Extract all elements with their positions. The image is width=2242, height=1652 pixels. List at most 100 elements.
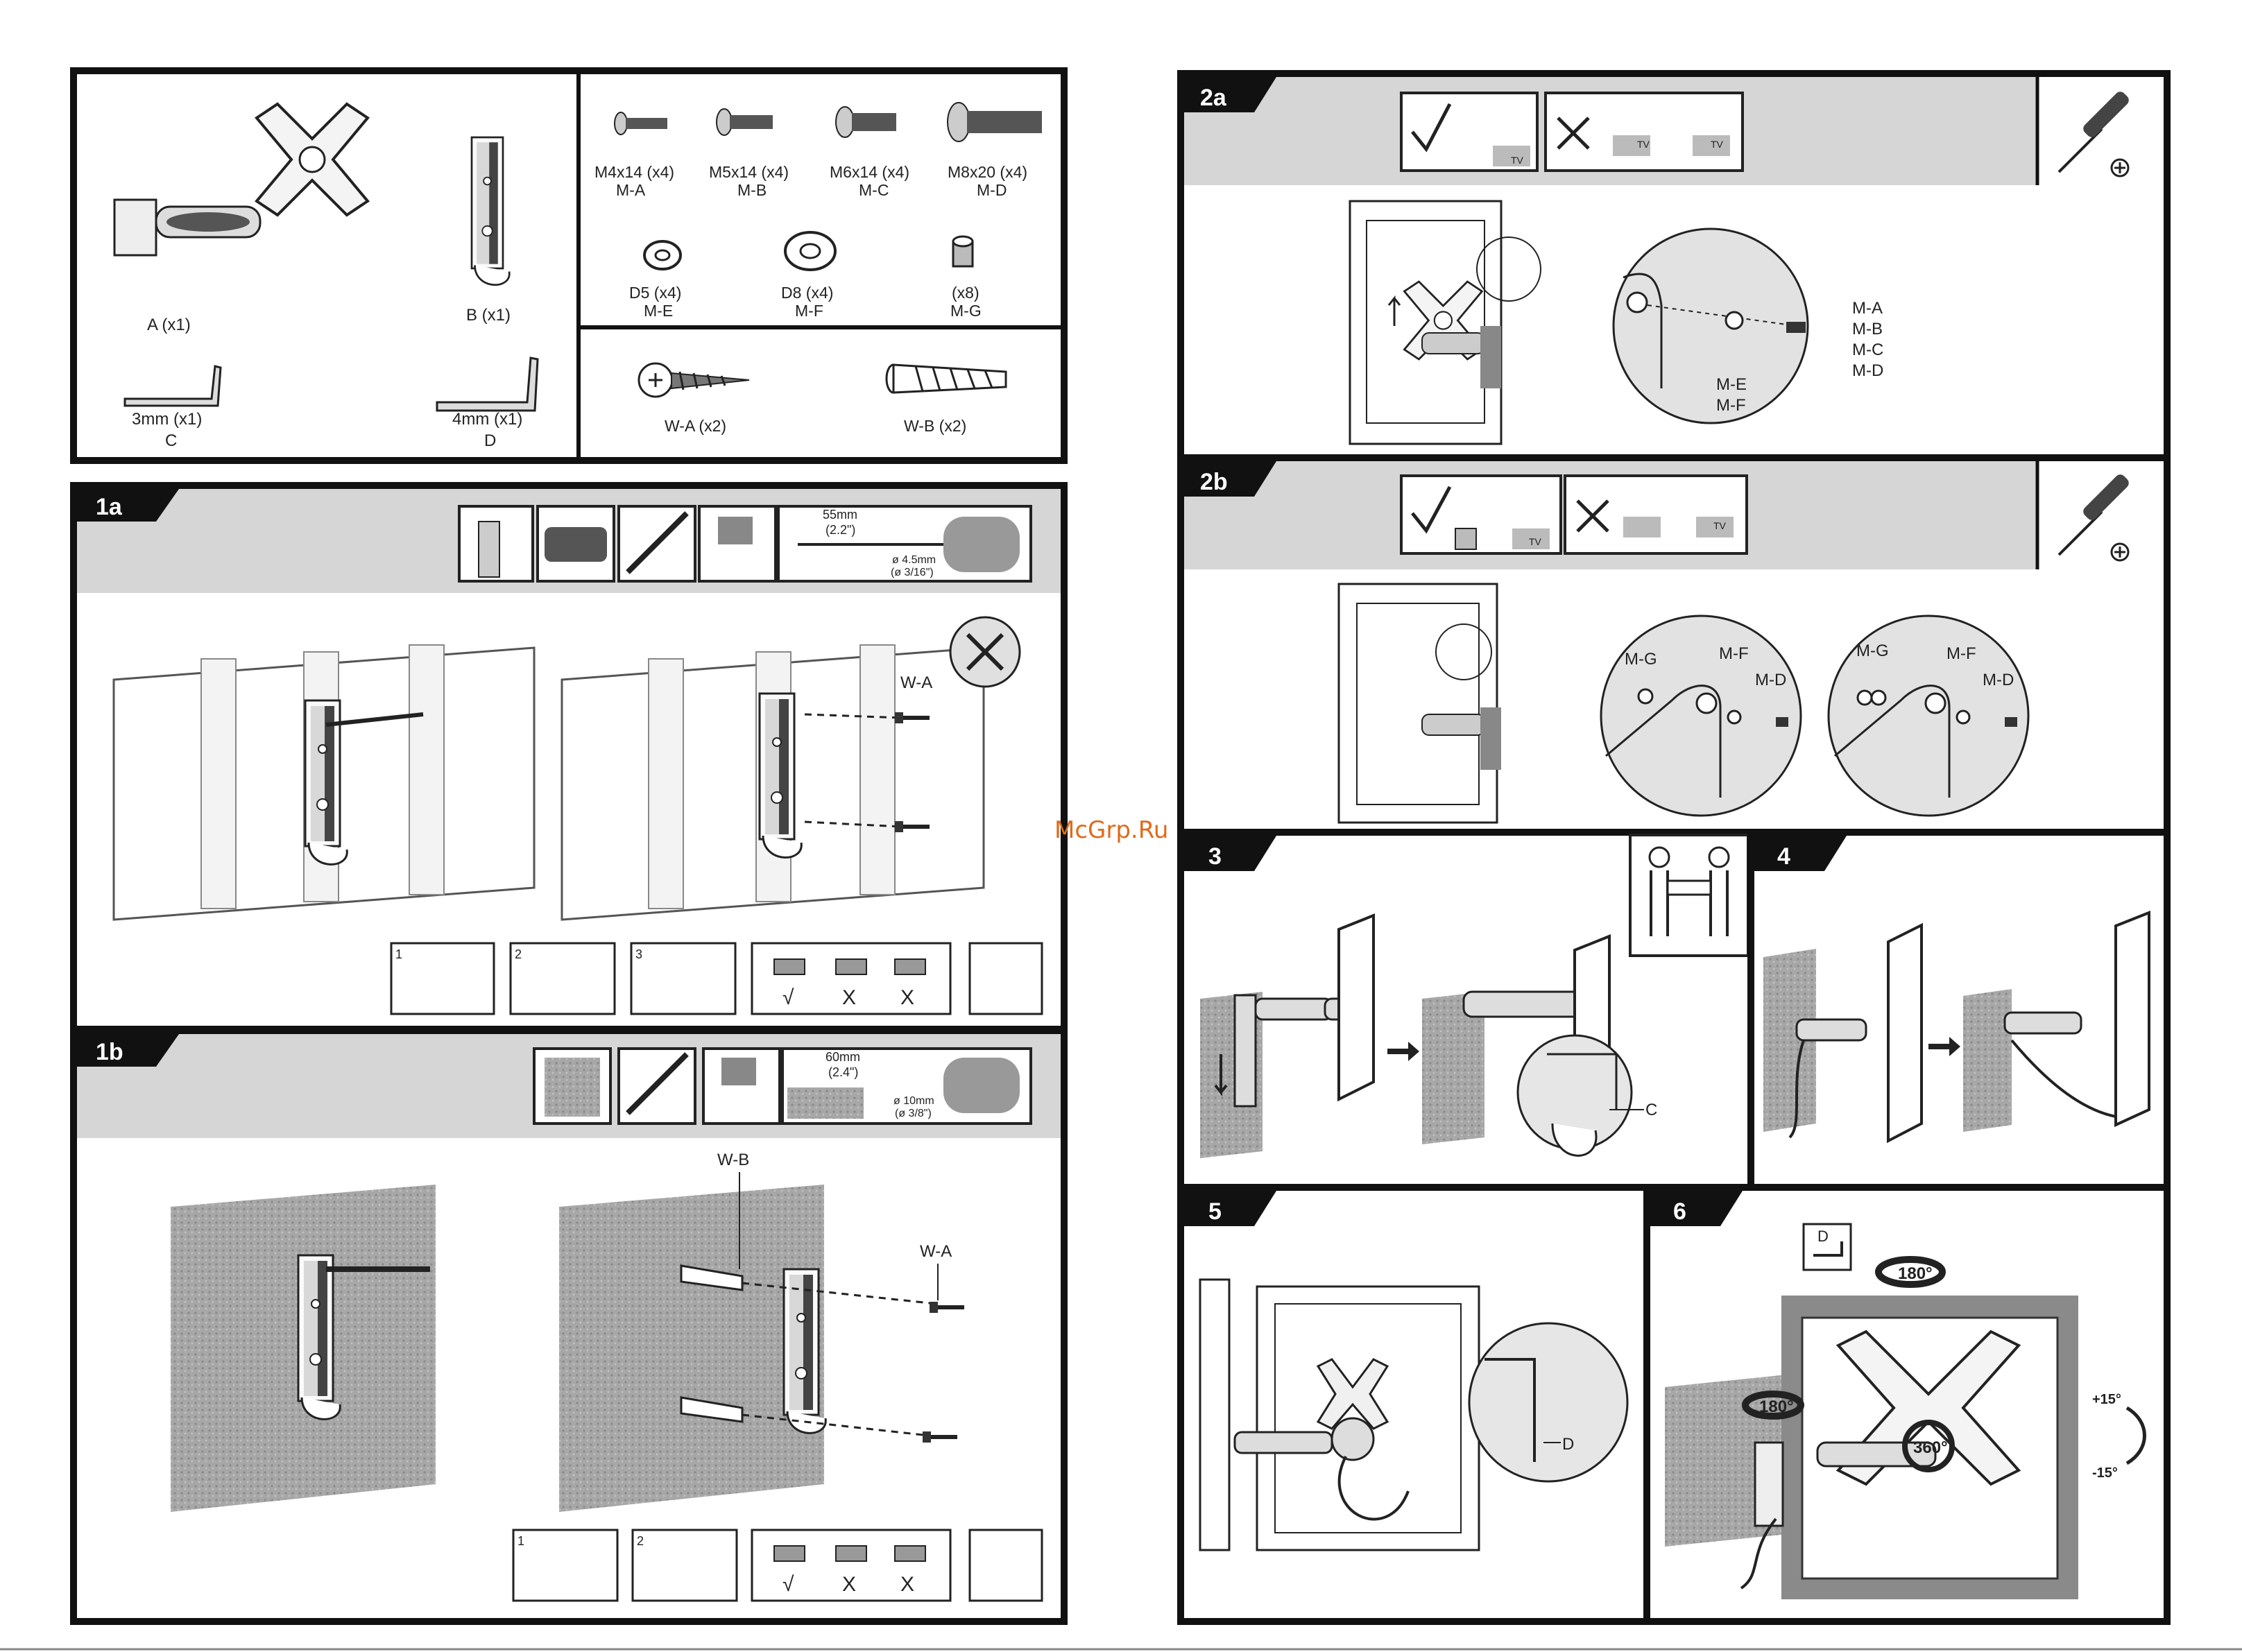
- hardware-m-e-code: M-E: [644, 302, 673, 320]
- part-a-label: A (x1): [147, 316, 191, 334]
- step-2b-c1-m-g: M-G: [1625, 650, 1657, 669]
- washer-m-f-icon: [784, 231, 837, 271]
- step-5-badge: 5: [1208, 1198, 1222, 1225]
- step-2a-label-m-d: M-D: [1852, 361, 1883, 380]
- step-1b-w-a-label: W-A: [920, 1242, 952, 1261]
- step-1a-tools: [458, 505, 1032, 583]
- step-1a-stud-wall-left: [112, 644, 536, 921]
- step-1a-sub-1: 1: [395, 947, 402, 961]
- part-d-size: 4mm (x1): [452, 410, 522, 429]
- step-5-illustration: [1199, 1278, 1629, 1551]
- part-w-b-label: W-B (x2): [904, 417, 966, 435]
- step-1a-drill-dia: ø 4.5mm: [892, 554, 936, 566]
- step-2a-tv-back: [1349, 200, 1541, 445]
- hardware-m-c-code: M-C: [859, 181, 889, 199]
- parts-panel: A (x1) B (x1) 3mm (x1) C 4mm (x1) D: [70, 67, 1068, 464]
- step-6-tilt-up: +15°: [2092, 1392, 2121, 1407]
- hardware-m-d-code: M-D: [977, 181, 1007, 199]
- part-d-label: D: [484, 431, 496, 450]
- step-1a-sub-3: 3: [635, 947, 642, 961]
- step-1a-drill-depth: 55mm: [823, 508, 857, 522]
- step-1a-mini-steps: [390, 942, 1043, 1015]
- step-6-panel: 6 D 180° 180° 360° +15° -15°: [1643, 1184, 2171, 1625]
- step-2a-label-m-c: M-C: [1852, 341, 1883, 359]
- step-1b-drill-depth-in: (2.4"): [828, 1065, 858, 1079]
- step-2a-panel: 2a TV TV TV: [1177, 70, 2171, 467]
- screw-m-d-icon: [947, 102, 1042, 142]
- step-2a-bad-tv-1: TV: [1637, 139, 1650, 150]
- part-w-a-label: W-A (x2): [665, 417, 726, 435]
- step-1a-sub-2: 2: [515, 947, 522, 961]
- part-b-bracket: [470, 136, 511, 286]
- step-6-badge: 6: [1673, 1198, 1686, 1225]
- step-2b-panel: 2b TV TV: [1177, 454, 2171, 841]
- hardware-m-f-code: M-F: [795, 302, 823, 320]
- step-1b-sub-1: 1: [517, 1534, 524, 1548]
- hardware-m-a-code: M-A: [616, 181, 646, 199]
- step-1a-badge: 1a: [96, 494, 123, 520]
- hardware-m-b-code: M-B: [737, 181, 767, 199]
- hardware-m-e-size: D5 (x4): [629, 284, 681, 302]
- step-6-swivel-left: 180°: [1759, 1397, 1794, 1416]
- step-4-illustration: [1763, 911, 2150, 1144]
- step-6-d-label: D: [1817, 1228, 1829, 1245]
- step-1b-level-bad-1: X: [842, 1573, 856, 1596]
- step-2b-ok-tv: TV: [1529, 536, 1542, 547]
- step-1a-w-a-label: W-A: [900, 673, 932, 692]
- step-2a-label-m-e: M-E: [1716, 375, 1747, 394]
- step-6-tilt-down: -15°: [2092, 1465, 2118, 1481]
- step-4-badge: 4: [1777, 843, 1790, 870]
- spacer-m-g-icon: [952, 235, 974, 268]
- wall-plug-w-b-icon: [885, 363, 1007, 394]
- step-2a-bad-tv-2: TV: [1711, 139, 1724, 150]
- step-3-badge: 3: [1208, 843, 1222, 870]
- step-6-illustration: [1665, 1223, 2146, 1599]
- step-2b-c1-m-f: M-F: [1719, 644, 1749, 663]
- step-2a-badge: 2a: [1200, 85, 1227, 111]
- step-2b-c2-m-g: M-G: [1856, 642, 1889, 660]
- step-1b-level-ok: √: [782, 1573, 794, 1596]
- step-6-swivel-top: 180°: [1898, 1264, 1933, 1283]
- step-3-illustration: [1200, 913, 1644, 1158]
- step-1b-drill-depth: 60mm: [825, 1050, 860, 1064]
- step-1b-concrete-wall-left: [171, 1185, 436, 1512]
- step-2a-label-m-b: M-B: [1852, 320, 1883, 338]
- step-2b-bad-tv: TV: [1713, 520, 1727, 531]
- step-6-rotate-360: 360°: [1913, 1438, 1948, 1457]
- step-2b-c2-m-d: M-D: [1983, 671, 2014, 689]
- step-1b-concrete-wall-right: [559, 1172, 964, 1512]
- step-2b-ok-box: [1400, 474, 1562, 555]
- step-5-panel: 5 D: [1177, 1184, 1650, 1625]
- step-1b-drill-dia-in: (ø 3/8"): [895, 1108, 932, 1119]
- step-1b-w-b-label: W-B: [717, 1151, 749, 1169]
- step-2a-ok-box: [1400, 92, 1539, 172]
- hardware-m-c-size: M6x14 (x4): [830, 163, 909, 181]
- step-2b-badge: 2b: [1200, 469, 1228, 495]
- step-1a-level-ok: √: [782, 986, 794, 1009]
- step-1b-panel: 1b 60mm (2.4") ø 10mm (ø 3/8"): [70, 1027, 1068, 1625]
- step-1b-drill-dia: ø 10mm: [893, 1095, 934, 1107]
- step-2a-bad-box: [1544, 92, 1744, 172]
- step-5-d-label: D: [1562, 1435, 1574, 1454]
- step-2b-detail-circle-1: [1600, 614, 1802, 817]
- part-c-size: 3mm (x1): [132, 410, 202, 429]
- hardware-m-b-size: M5x14 (x4): [709, 163, 789, 181]
- step-1b-sub-2: 2: [637, 1534, 644, 1548]
- two-people-lift-icon: [1629, 834, 1749, 957]
- step-1b-badge: 1b: [96, 1039, 123, 1065]
- step-1a-level-bad-2: X: [900, 986, 914, 1009]
- step-2a-detail-circle: [1612, 227, 1809, 424]
- step-2b-detail-circle-2: [1827, 614, 2030, 817]
- step-4-panel: 4: [1747, 829, 2171, 1195]
- watermark-text: McGrp.Ru: [1054, 816, 1168, 844]
- part-c-label: C: [165, 431, 177, 450]
- step-1a-panel: 1a 55mm (2.2") ø 4.5mm (ø 3/16"): [70, 482, 1068, 1033]
- step-2b-c2-m-f: M-F: [1946, 644, 1976, 663]
- hardware-m-g-size: (x8): [952, 284, 979, 302]
- washer-m-e-icon: [643, 240, 682, 270]
- step-2a-ok-tv: TV: [1511, 155, 1524, 166]
- step-2a-label-m-f: M-F: [1716, 396, 1746, 415]
- step-2b-tv-back: [1337, 583, 1501, 824]
- step-1a-level-bad-1: X: [842, 986, 856, 1009]
